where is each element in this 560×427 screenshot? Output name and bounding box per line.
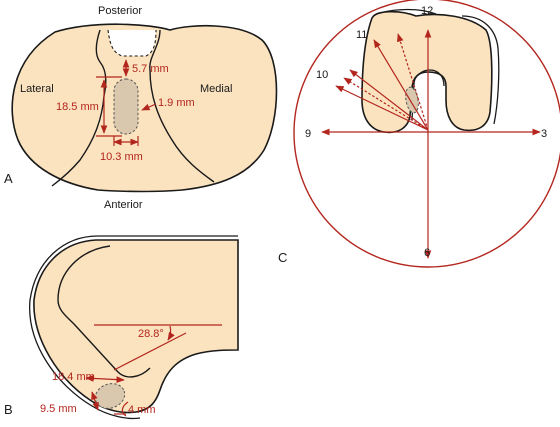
panel-c-clock-axes	[321, 29, 541, 259]
measure-angle-label: 28.8°	[138, 328, 164, 340]
posterior-notch	[107, 29, 157, 57]
measure-top-label: 5.7 mm	[132, 63, 169, 75]
panel-a-measure-lines	[96, 59, 157, 146]
condyle-outer-contour	[375, 8, 500, 125]
notch-contour	[411, 69, 445, 121]
clock-9-label: 9	[305, 128, 311, 140]
measure-right-label: 1.9 mm	[158, 97, 195, 109]
measure-edge-label: 4 mm	[128, 404, 156, 416]
femur-outer-contour	[29, 235, 238, 420]
femoral-condyles	[361, 10, 493, 134]
anterior-label: Anterior	[104, 199, 143, 211]
panel-c-position-rays	[335, 33, 429, 131]
panel-b-measure-lines	[85, 324, 222, 417]
measure-width-label: 10.3 mm	[100, 151, 143, 163]
femur-outline	[33, 239, 239, 414]
measure-height-label: 18.5 mm	[56, 101, 99, 113]
panel-b-letter: B	[4, 402, 13, 417]
panel-b: 28.8° 18.4 mm 9.5 mm 4 mm B	[4, 235, 239, 420]
lateral-label: Lateral	[20, 83, 54, 95]
posterior-label: Posterior	[98, 5, 142, 17]
panel-c-letter: C	[278, 250, 287, 265]
medial-condyle-contour	[149, 29, 215, 183]
measure-length-label: 18.4 mm	[52, 371, 95, 383]
tibial-tunnel	[113, 78, 139, 135]
measure-tunnel-label: 9.5 mm	[40, 403, 77, 415]
clock-6-label: 6	[424, 247, 430, 259]
panel-a-letter: A	[4, 171, 13, 186]
clock-12-label: 12	[421, 5, 433, 17]
intercondylar-contour	[57, 245, 151, 378]
clock-11-label: 11	[356, 29, 367, 41]
clock-10-label: 10	[316, 69, 328, 81]
clock-3-label: 3	[541, 128, 547, 140]
clock-circle	[293, 0, 560, 268]
medial-label: Medial	[200, 83, 232, 95]
panel-a: Posterior Anterior Lateral Medial 5.7 mm…	[4, 5, 278, 211]
panel-c: 12 11 10 9 3 6 C	[278, 0, 560, 268]
